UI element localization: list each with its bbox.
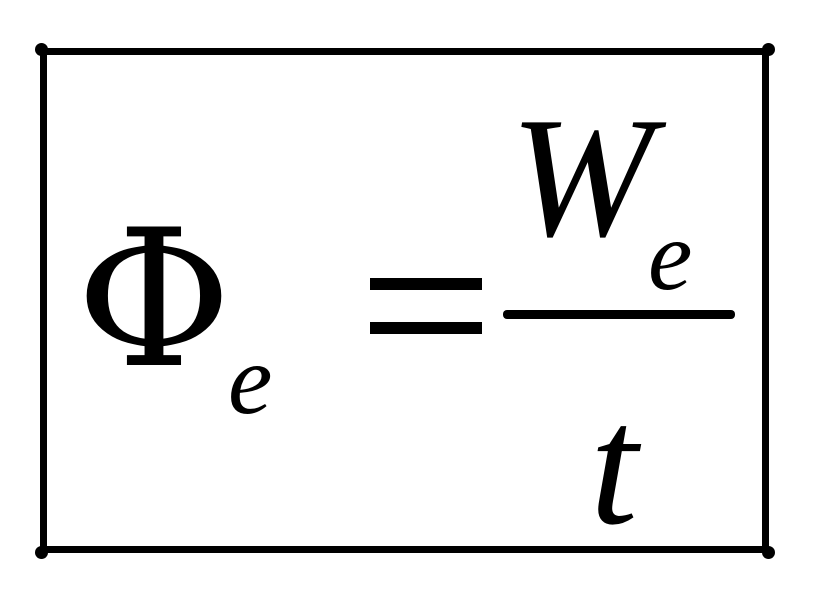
frame-corner-top-right [762, 43, 775, 56]
formula-frame [40, 48, 769, 553]
flux-subscript: e [228, 324, 273, 435]
equals-sign-top-bar [370, 278, 482, 290]
equals-sign-bottom-bar [370, 322, 482, 334]
frame-corner-top-left [35, 43, 48, 56]
flux-symbol: Φ [76, 189, 232, 410]
energy-subscript: e [648, 200, 693, 311]
fraction-bar [503, 310, 735, 319]
frame-corner-bottom-left [35, 546, 48, 559]
energy-symbol: W [510, 83, 654, 273]
frame-corner-bottom-right [762, 546, 775, 559]
time-symbol: t [590, 371, 638, 561]
